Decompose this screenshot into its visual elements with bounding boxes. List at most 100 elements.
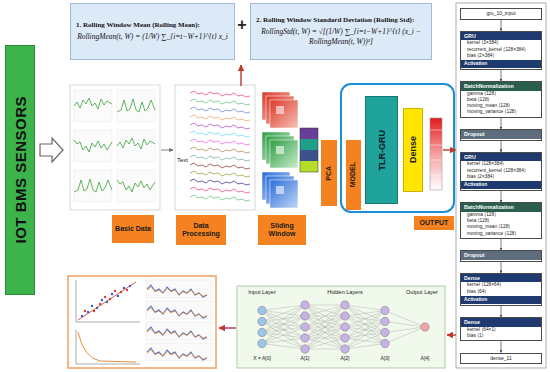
node-text: OUTPUT xyxy=(420,219,449,227)
activation-label: A[3] xyxy=(381,356,390,362)
layer-param: gamma ⟨128⟩ xyxy=(461,212,541,218)
layer-subtitle: Activation xyxy=(461,181,541,189)
layer-title: Dropout xyxy=(461,130,541,138)
layer-caption: Input Layer xyxy=(248,289,276,295)
layer-param: kernel ⟨3×384⟩ xyxy=(461,40,541,46)
network-link xyxy=(262,311,305,350)
layer-param: recurrent_kernel ⟨128×384⟩ xyxy=(461,168,541,174)
network-link xyxy=(262,327,305,344)
neuron xyxy=(258,328,266,336)
network-link xyxy=(385,311,425,328)
network-link xyxy=(385,322,425,328)
node-text: MODEL xyxy=(349,162,357,187)
network-link xyxy=(345,333,385,350)
neuron xyxy=(381,328,389,336)
layer-param: bias ⟨2×384⟩ xyxy=(461,174,541,180)
network-link xyxy=(305,305,345,349)
formula-box: 2. Rolling Window Standard Deviation (Ro… xyxy=(250,3,432,60)
layer-param: beta ⟨128⟩ xyxy=(461,218,541,224)
network-link xyxy=(305,305,345,349)
network-link xyxy=(305,305,345,316)
neuron xyxy=(381,317,389,325)
layer-param: bias ⟨64⟩ xyxy=(461,289,541,295)
layer-box: Densekernel ⟨128×64⟩bias ⟨64⟩Activation xyxy=(460,273,542,306)
layer-connector xyxy=(501,262,502,273)
network-link xyxy=(262,322,305,350)
layer-subtitle: Activation xyxy=(461,296,541,304)
network-link xyxy=(345,305,385,333)
neuron xyxy=(301,345,309,353)
network-link xyxy=(305,316,345,349)
network-link xyxy=(345,305,385,322)
network-link xyxy=(305,338,345,349)
layer-box: gru_10_input xyxy=(460,8,542,20)
layer-title: Dense xyxy=(461,274,541,282)
network-link xyxy=(345,311,385,328)
layer-connector xyxy=(501,141,502,152)
neuron xyxy=(341,312,349,320)
layer-param: kernel ⟨128×64⟩ xyxy=(461,282,541,288)
layer-box: Densekernel ⟨64×1⟩bias ⟨1⟩ xyxy=(460,317,542,341)
network-link xyxy=(385,327,425,333)
neuron xyxy=(258,339,266,347)
sensor-band: IOT BMS SENSORS xyxy=(5,45,35,295)
node-text: IOT BMS SENSORS xyxy=(12,96,29,244)
layer-param: recurrent_kernel ⟨128×384⟩ xyxy=(461,47,541,53)
layer-connector xyxy=(501,191,502,202)
neuron xyxy=(258,317,266,325)
layer-param: moving_variance ⟨128⟩ xyxy=(461,231,541,237)
activation-label: A[1] xyxy=(301,356,310,362)
layer-title: Dropout xyxy=(461,251,541,259)
layer-title: Dense xyxy=(461,318,541,326)
layer-title: GRU xyxy=(461,153,541,161)
network-link xyxy=(385,327,425,344)
network-link xyxy=(345,311,385,317)
node-text: TLR-GRU xyxy=(377,130,387,171)
node-text: RollingMean(t, W) = (1/W) ∑_{i=t−W+1}^{t… xyxy=(76,32,229,42)
activation-label: A[2] xyxy=(341,356,350,362)
network-link xyxy=(305,316,345,349)
node-text: Dense xyxy=(408,136,418,163)
layer-connector xyxy=(501,70,502,81)
layer-param: moving_mean ⟨128⟩ xyxy=(461,103,541,109)
network-link xyxy=(345,311,385,339)
node-text: Basic Data xyxy=(115,225,151,233)
stage-label: Sliding Window xyxy=(258,215,306,245)
network-link xyxy=(305,305,345,327)
network-link xyxy=(305,327,345,349)
plus-sign: + xyxy=(237,16,246,34)
network-link xyxy=(305,305,345,338)
network-link xyxy=(305,349,345,350)
node-text: 1. Rolling Window Mean (Rolling Mean): xyxy=(76,21,229,29)
network-link xyxy=(262,305,305,333)
layer-caption: Output Layer xyxy=(406,289,438,295)
neuron xyxy=(301,301,309,309)
network-link xyxy=(345,305,385,344)
network-link xyxy=(262,305,305,322)
node-text: gru_10_input xyxy=(461,9,541,18)
neuron xyxy=(301,323,309,331)
network-link xyxy=(262,305,305,344)
dense-block: Dense xyxy=(403,108,423,192)
network-link xyxy=(305,305,345,306)
stage-label: Data Processing xyxy=(176,215,226,245)
node-text: 2. Rolling Window Standard Deviation (Ro… xyxy=(256,16,426,24)
neuron xyxy=(421,323,429,331)
stage-label: Basic Data xyxy=(112,215,154,243)
neuron xyxy=(381,339,389,347)
network-link xyxy=(262,338,305,344)
axis-note: Text xyxy=(177,157,188,164)
network-link xyxy=(262,344,305,350)
layer-connector xyxy=(501,341,502,352)
layer-param: kernel ⟨64×1⟩ xyxy=(461,327,541,333)
layer-param: kernel ⟨128×384⟩ xyxy=(461,161,541,167)
network-link xyxy=(345,322,385,350)
neuron xyxy=(341,334,349,342)
layer-connector xyxy=(501,306,502,317)
neuron xyxy=(381,306,389,314)
network-link xyxy=(305,305,345,327)
network-link xyxy=(262,316,305,344)
network-link xyxy=(305,305,345,338)
network-link xyxy=(305,327,345,349)
layer-box: Dropout xyxy=(460,129,542,140)
